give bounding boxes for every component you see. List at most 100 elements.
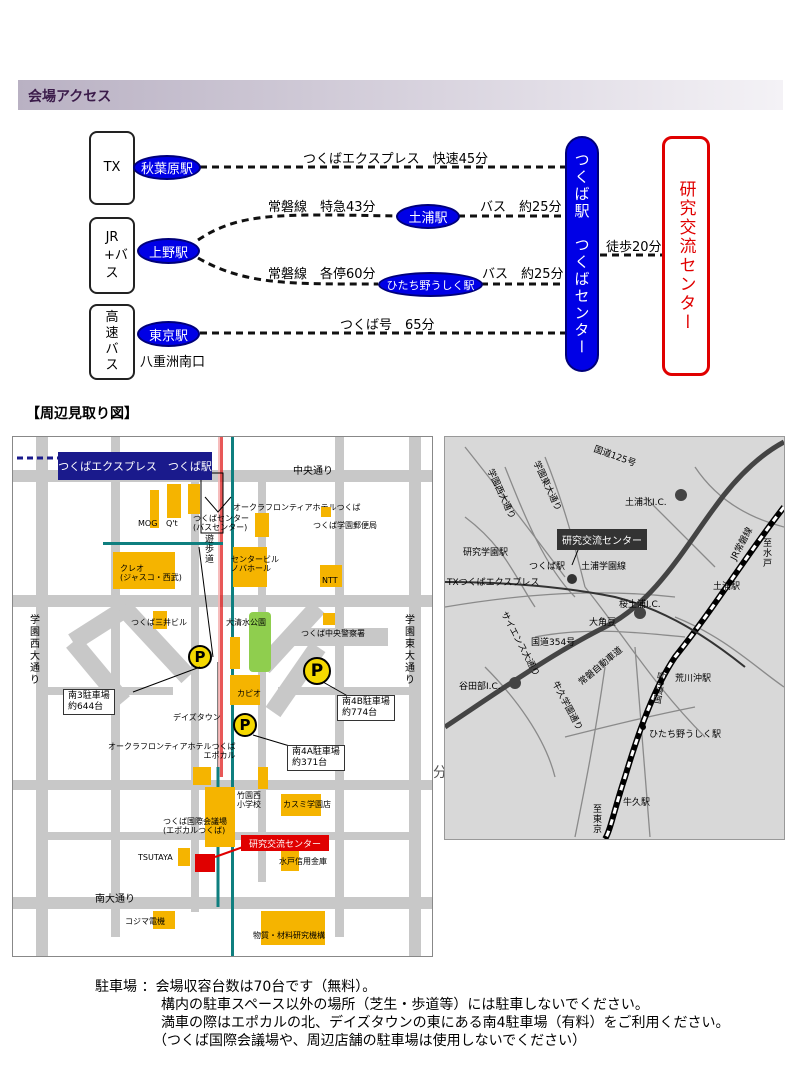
reg-r354: 国道354号	[531, 638, 576, 648]
regional-map: 研究交流センター 国道125号 学園西大通り 学園東大通り 土浦北I.C. JR…	[444, 436, 785, 840]
reg-oogaku: 大角豆	[589, 618, 617, 628]
bldg-ntt-label: NTT	[322, 576, 338, 585]
section-title: 【周辺見取り図】	[26, 406, 138, 422]
bldg-nims-label: 物質・材料研究機構	[253, 931, 325, 940]
leg-bus2-label: バス 約25分	[482, 267, 564, 282]
yaesu-label: 八重洲南口	[140, 355, 206, 370]
bldg-daystown-label: デイズタウン	[173, 713, 221, 722]
station-ueno: 上野駅	[137, 238, 200, 264]
bldg-kasumi	[281, 794, 321, 816]
reg-tsuchiura-kita: 土浦北I.C.	[625, 498, 667, 508]
bldg-tsukuba-center	[188, 484, 200, 514]
venue-label-box: 研究交流センター	[241, 835, 329, 851]
leg-walk-label: 徒歩20分	[606, 240, 662, 255]
bldg-post	[321, 507, 331, 517]
bldg-police-label: つくば中央警察署	[301, 629, 365, 638]
section-header-bar: 会場アクセス	[18, 80, 783, 110]
route-joban-express	[197, 213, 399, 242]
reg-tsuchiura-st: 土浦駅	[713, 582, 741, 592]
bldg-epocal-a	[193, 767, 211, 785]
reg-kenkyu-gakuen: 研究学園駅	[463, 548, 509, 558]
origin-jr-bus: JR+バス	[89, 217, 135, 294]
bldg-capio-main	[230, 675, 260, 705]
origin-highway-bus: 高速バス	[89, 304, 135, 380]
reg-hitachino: ひたち野うしく駅	[649, 730, 722, 740]
stray-char: 分	[433, 765, 447, 781]
bldg-convention-label: つくば国際会議場 (エポカルつくば)	[163, 817, 227, 835]
destination-box: 研究交流センター	[662, 136, 710, 376]
page-title: 会場アクセス	[28, 89, 112, 105]
bldg-tsutaya-label: TSUTAYA	[138, 853, 173, 862]
parking-icon-s4a: P	[233, 713, 257, 737]
station-tsuchiura: 土浦駅	[396, 204, 460, 229]
bldg-creo-label: クレオ (ジャスコ・西武)	[120, 564, 182, 582]
bldg-okura-epo-label: オークラフロンティアホテルつくば エポカル	[108, 742, 236, 760]
bldg-okura-top	[255, 513, 269, 537]
park-label: 大清水公園	[226, 618, 266, 627]
note-line-1: 駐車場 ：会場収容台数は70台です（無料）。	[95, 979, 377, 995]
reg-arakawaoki: 荒川沖駅	[675, 674, 712, 684]
leg-joban-local-label: 常磐線 各停60分	[268, 267, 376, 282]
reg-tokyo: 至東京	[593, 805, 603, 835]
bldg-kojima-label: コジマ電機	[125, 917, 165, 926]
bldg-epocal-b	[205, 787, 235, 847]
bldg-ntt	[320, 565, 342, 587]
local-map: つくばエクスプレス つくば駅 中央通り 南大通り 学園西大通り 学園東大通り 遊…	[12, 436, 433, 957]
parking-s4b-callout: 南4B駐車場 約774台	[337, 695, 395, 721]
regional-map-lines	[445, 439, 784, 839]
bldg-mog	[150, 490, 159, 528]
parking-notes: 駐車場 ：会場収容台数は70台です（無料）。 構内の駐車スペース以外の場所（芝生…	[95, 978, 730, 1050]
note-line-4: （つくば国際会議場や、周辺店舗の駐車場は使用しないでください）	[153, 1033, 587, 1049]
bldg-mitsui	[153, 611, 167, 629]
bldg-creo	[113, 552, 175, 589]
road-west: 学園西大通り	[30, 615, 40, 686]
bldg-capio	[230, 637, 240, 669]
bldg-qt	[167, 484, 181, 518]
bldg-mog-label: MOG	[138, 519, 158, 528]
bldg-tsukuba-center-label: つくばセンター (バスセンター)	[193, 514, 249, 532]
venue-pointer	[214, 846, 244, 858]
hub-tsukuba: つくば駅 つくばセンター	[565, 136, 599, 372]
bldg-nims	[261, 911, 325, 945]
bldg-okura-top-label: オークラフロンティアホテルつくば	[233, 503, 361, 512]
reg-sakura: 桜土浦I.C.	[619, 600, 661, 610]
leg-highway-label: つくば号 65分	[340, 318, 435, 333]
station-akihabara: 秋葉原駅	[133, 155, 201, 180]
parking-s3-callout: 南3駐車場 約644台	[63, 689, 115, 715]
reg-mito: 至水戸	[763, 539, 773, 569]
parking-s4a-callout: 南4A駐車場 約371台	[287, 745, 345, 771]
reg-ushiku: 牛久駅	[623, 798, 651, 808]
bldg-kojima	[153, 911, 175, 929]
bldg-kasumi-label: カスミ学園店	[283, 800, 331, 809]
route-lines	[197, 165, 662, 335]
leg-joban-express-label: 常磐線 特急43分	[268, 200, 376, 215]
venue-marker	[195, 854, 215, 872]
station-hitachino-ushiku: ひたち野うしく駅	[378, 272, 483, 297]
bldg-capio-label: カピオ	[237, 689, 261, 698]
station-tokyo: 東京駅	[137, 321, 200, 347]
reg-gakuen-line: 土浦学園線	[581, 562, 627, 572]
parking-icon-s3: P	[188, 645, 212, 669]
bldg-qt-label: Q't	[166, 519, 178, 528]
road-chuo: 中央通り	[293, 466, 333, 477]
bldg-center	[233, 547, 267, 587]
bldg-center-label: センタービル ノバホール	[231, 555, 279, 573]
leg-tx-label: つくばエクスプレス 快速45分	[303, 152, 489, 167]
reg-tx: TXつくばエクスプレス	[447, 578, 540, 588]
leg-bus1-label: バス 約25分	[480, 200, 562, 215]
road-path: 遊歩道	[205, 535, 215, 565]
tx-banner: つくばエクスプレス つくば駅	[58, 452, 212, 480]
reg-tsukuba-st: つくば駅	[529, 562, 566, 572]
bldg-mito-shinkin-label: 水戸信用金庫	[279, 857, 327, 866]
road-east: 学園東大通り	[405, 615, 415, 686]
origin-tx: TX	[89, 131, 135, 205]
bldg-mitsui-label: つくば三井ビル	[131, 618, 187, 627]
park-oshimizu	[249, 612, 271, 672]
note-line-2: 構内の駐車スペース以外の場所（芝生・歩道等）には駐車しないでください。	[161, 997, 649, 1013]
note-line-3: 満車の際はエポカルの北、デイズタウンの東にある南4駐車場（有料）をご利用ください…	[161, 1015, 730, 1031]
reg-yatabe: 谷田部I.C.	[459, 682, 501, 692]
bldg-takezono-label: 竹園西 小学校	[237, 791, 261, 809]
regional-venue-label: 研究交流センター	[557, 529, 647, 550]
bldg-police-dot	[323, 613, 335, 625]
parking-icon-s4b: P	[303, 657, 331, 685]
